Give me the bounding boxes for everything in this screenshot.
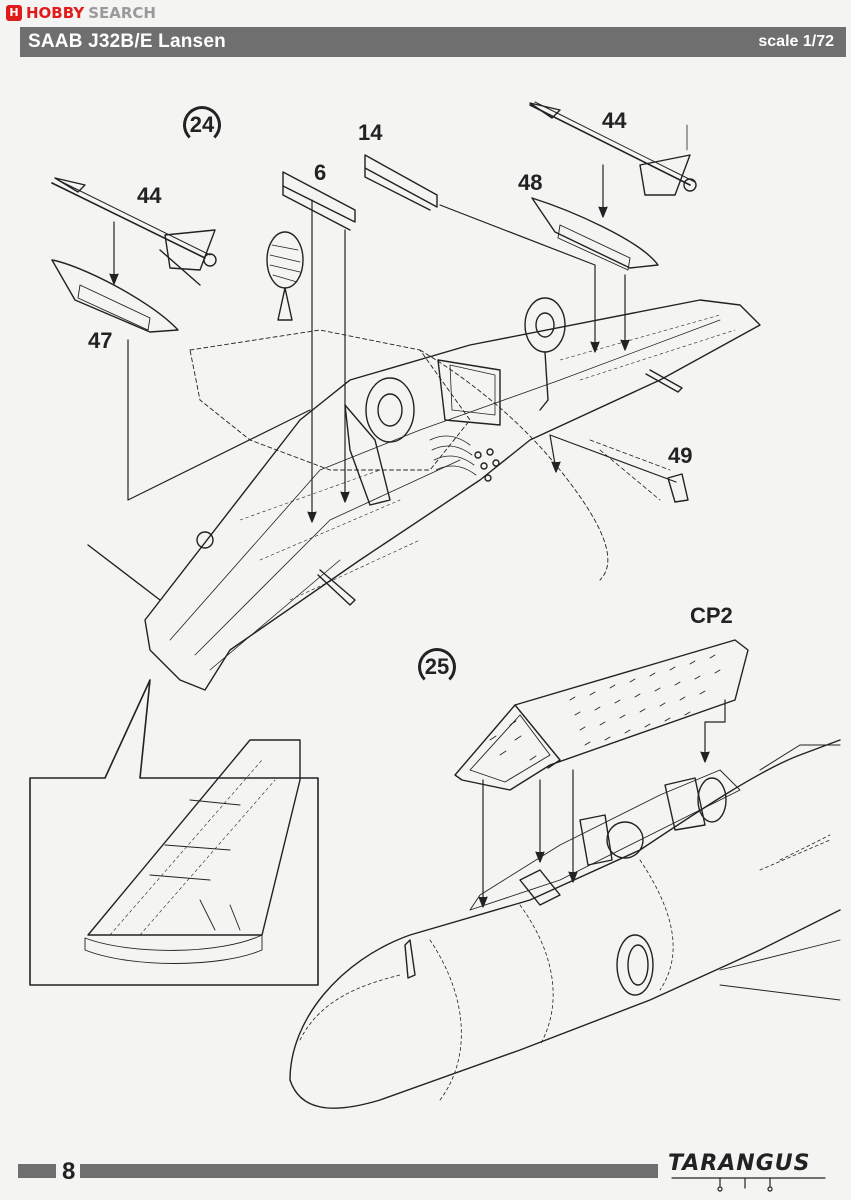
footer-bar-right	[80, 1164, 658, 1178]
page-header: SAAB J32B/E Lansen scale 1/72	[20, 27, 846, 57]
hobbysearch-watermark: H HOBBY SEARCH	[6, 4, 156, 22]
part-49-illustration	[667, 473, 689, 503]
part-6-label: 6	[314, 160, 327, 185]
part-48-label: 48	[518, 170, 543, 195]
step-25-marker: 25	[418, 648, 456, 686]
part-44-left-label: 44	[137, 183, 162, 208]
tarangus-brand: TARANGUS	[668, 1151, 811, 1176]
pylon-47-illustration	[51, 259, 179, 333]
page-title: SAAB J32B/E Lansen	[28, 31, 226, 52]
assembly-arrows-step24	[109, 164, 677, 523]
detail-inset	[29, 679, 319, 986]
part-6-illustration	[282, 171, 356, 231]
footer-bar-left	[18, 1164, 56, 1178]
watermark-logo-icon: H	[6, 5, 22, 21]
watermark-search: SEARCH	[88, 4, 156, 22]
tarangus-plane-logo-icon	[671, 1177, 826, 1192]
canopy-cp2-illustration	[454, 639, 749, 791]
part-14-illustration	[364, 154, 438, 211]
missile-left-illustration	[51, 177, 217, 286]
part-cp2-label: CP2	[690, 603, 733, 628]
part-44-right-label: 44	[602, 108, 627, 133]
wing-assembly-illustration	[87, 231, 761, 691]
part-47-label: 47	[88, 328, 113, 353]
assembly-arrows-step25	[478, 699, 726, 908]
missile-right-illustration	[529, 101, 697, 196]
part-49-label: 49	[668, 443, 693, 468]
watermark-brand: HOBBY	[26, 4, 85, 22]
step-24-marker: 24	[183, 106, 221, 144]
scale-label: scale 1/72	[758, 33, 834, 50]
part-14-label: 14	[358, 120, 383, 145]
pylon-48-illustration	[531, 197, 659, 271]
fuselage-nose-illustration	[289, 739, 841, 1109]
page-number: 8	[62, 1158, 76, 1185]
